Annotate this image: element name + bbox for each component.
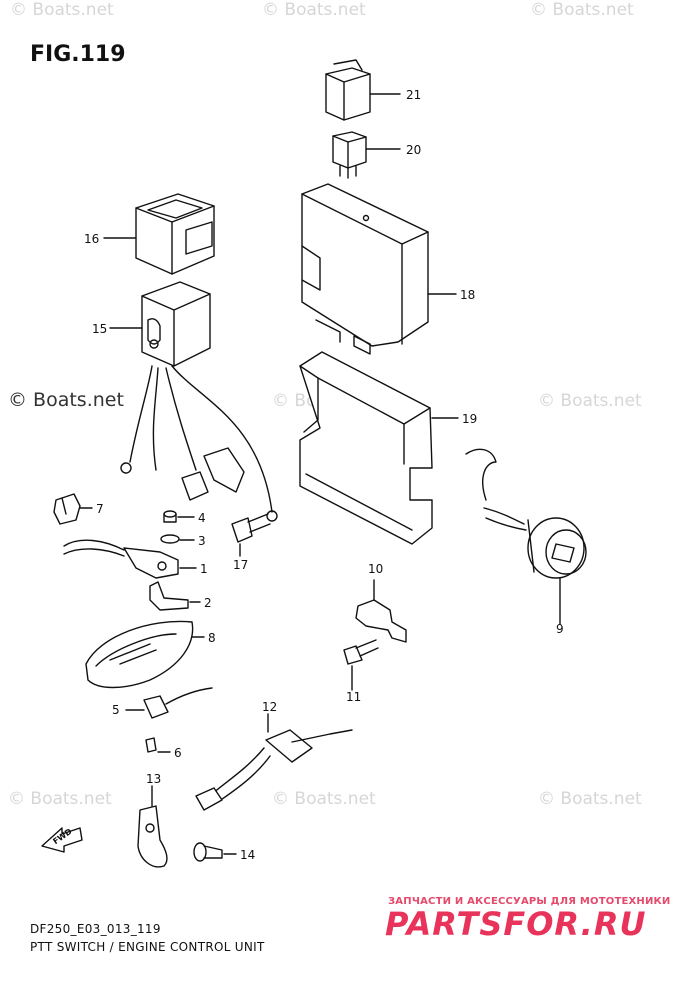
callout-10: 10 bbox=[368, 562, 384, 576]
washer-part-3 bbox=[160, 534, 195, 544]
relay-part-21 bbox=[325, 59, 401, 121]
callout-21: 21 bbox=[406, 88, 422, 102]
partsfor-logo: PARTSFOR.RU bbox=[385, 905, 647, 943]
clamp-part-13 bbox=[137, 785, 168, 868]
watermark: © Boats.net bbox=[10, 0, 114, 20]
callout-9: 9 bbox=[556, 622, 564, 636]
screw-part-6 bbox=[145, 737, 171, 753]
callout-13: 13 bbox=[146, 772, 162, 786]
callout-12: 12 bbox=[262, 700, 278, 714]
callout-14: 14 bbox=[240, 848, 256, 862]
bolt-part-11 bbox=[343, 639, 379, 691]
diagram-name: PTT SWITCH / ENGINE CONTROL UNIT bbox=[30, 940, 265, 954]
diagram-code: DF250_E03_013_119 bbox=[30, 922, 161, 936]
ecu-part-18 bbox=[301, 183, 457, 355]
watermark: © Boats.net bbox=[272, 789, 376, 809]
watermark-primary: © Boats.net bbox=[8, 389, 124, 411]
callout-16: 16 bbox=[84, 232, 100, 246]
harness-part-12 bbox=[195, 713, 353, 811]
harness-part-15 bbox=[109, 281, 278, 522]
callout-5: 5 bbox=[112, 703, 120, 717]
fwd-arrow-icon bbox=[41, 827, 83, 853]
trim-indicator-part-8 bbox=[85, 620, 205, 689]
callout-18: 18 bbox=[460, 288, 476, 302]
watermark: © Boats.net bbox=[262, 0, 366, 20]
bracket-part-10 bbox=[355, 579, 407, 643]
ptt-switch-part-9 bbox=[465, 448, 587, 625]
screw-part-14 bbox=[193, 842, 237, 862]
callout-11: 11 bbox=[346, 690, 362, 704]
callout-6: 6 bbox=[174, 746, 182, 760]
callout-7: 7 bbox=[96, 502, 104, 516]
callout-20: 20 bbox=[406, 143, 422, 157]
partsfor-tagline: ЗАПЧАСТИ И АКСЕССУАРЫ ДЛЯ МОТОТЕХНИКИ bbox=[388, 896, 671, 907]
screw-part-4 bbox=[163, 510, 195, 523]
ecu-cover-part-19 bbox=[299, 351, 459, 545]
watermark: © Boats.net bbox=[530, 0, 634, 20]
relay-part-20 bbox=[332, 131, 401, 179]
clip-part-7 bbox=[53, 493, 93, 525]
callout-8: 8 bbox=[208, 631, 216, 645]
figure-title: FIG.119 bbox=[30, 42, 126, 67]
callout-1: 1 bbox=[200, 562, 208, 576]
callout-4: 4 bbox=[198, 511, 206, 525]
bolt-part-17 bbox=[231, 513, 271, 557]
watermark: © Boats.net bbox=[8, 789, 112, 809]
lever-part-2 bbox=[149, 581, 201, 611]
watermark: © Boats.net bbox=[538, 789, 642, 809]
callout-2: 2 bbox=[204, 596, 212, 610]
watermark: © Boats.net bbox=[538, 391, 642, 411]
callout-19: 19 bbox=[462, 412, 478, 426]
rubber-boot-part-16 bbox=[103, 193, 215, 275]
trim-sender-part-1 bbox=[63, 539, 197, 579]
callout-17: 17 bbox=[233, 558, 249, 572]
callout-15: 15 bbox=[92, 322, 108, 336]
sensor-part-5 bbox=[125, 687, 213, 719]
callout-3: 3 bbox=[198, 534, 206, 548]
